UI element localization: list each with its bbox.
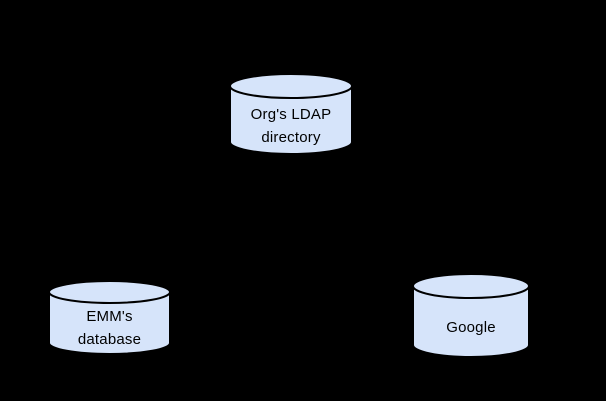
database-cylinder-icon	[229, 73, 353, 155]
database-cylinder-icon	[412, 273, 530, 358]
node-google: Google	[411, 272, 531, 360]
node-emm-database: EMM's database	[47, 279, 172, 356]
database-cylinder-icon	[48, 280, 171, 355]
node-label-line: database	[77, 330, 142, 348]
node-label-line: Google	[446, 318, 496, 336]
node-label-google: Google	[411, 298, 531, 356]
node-label-ldap-directory: Org's LDAP directory	[228, 98, 354, 154]
node-label-line: Org's LDAP	[250, 106, 332, 123]
node-label-emm-database: EMM's database	[47, 303, 172, 352]
node-label-line: directory	[261, 129, 321, 146]
node-label-line: EMM's	[86, 307, 133, 325]
node-ldap-directory: Org's LDAP directory	[228, 72, 354, 156]
